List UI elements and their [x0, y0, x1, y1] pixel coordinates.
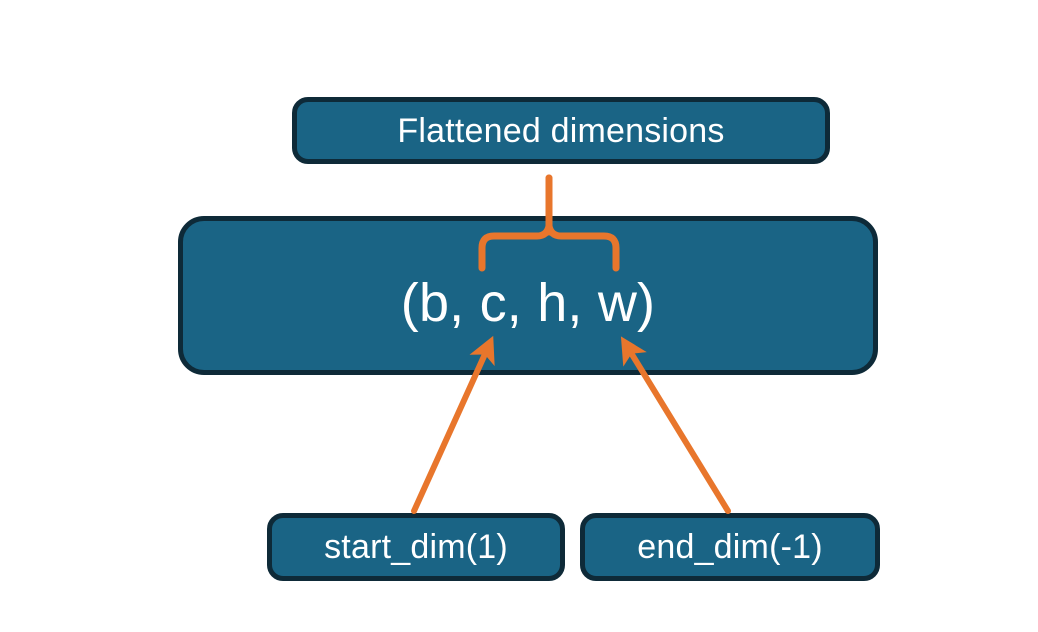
flattened-dimensions-label: Flattened dimensions	[397, 111, 725, 150]
start-dim-label: start_dim(1)	[324, 528, 508, 566]
start-dim-node[interactable]: start_dim(1)	[267, 513, 565, 581]
end-dim-label: end_dim(-1)	[637, 528, 823, 566]
tensor-shape-node[interactable]: (b, c, h, w)	[178, 216, 878, 375]
end-dim-node[interactable]: end_dim(-1)	[580, 513, 880, 581]
tensor-shape-label: (b, c, h, w)	[400, 272, 656, 333]
flattened-dimensions-node[interactable]: Flattened dimensions	[292, 97, 830, 164]
